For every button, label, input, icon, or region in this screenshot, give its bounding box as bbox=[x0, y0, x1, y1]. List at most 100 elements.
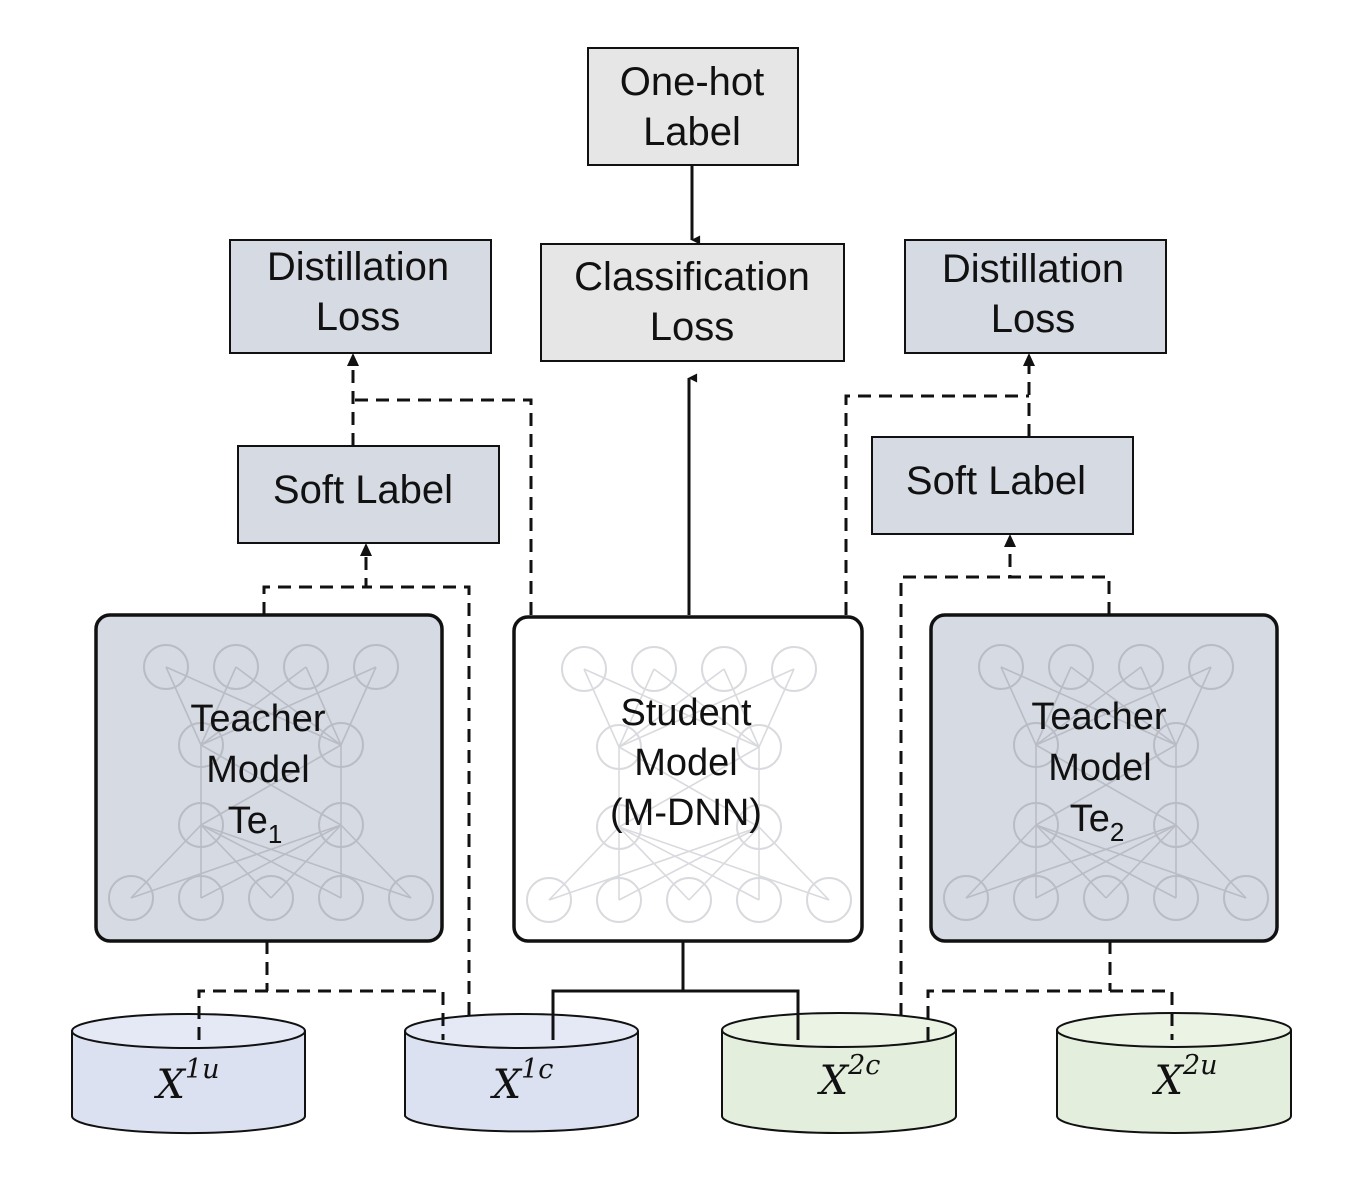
student-line2: Model bbox=[634, 742, 738, 784]
nn-edge bbox=[305, 666, 342, 746]
arrowhead-distill-right bbox=[1023, 353, 1035, 366]
distill-right-line1: Distillation bbox=[942, 247, 1124, 291]
nn-node bbox=[943, 875, 989, 921]
nn-edge bbox=[548, 826, 620, 901]
nn-edge bbox=[965, 824, 1177, 899]
nn-node bbox=[1153, 722, 1199, 768]
teacher-model-1: Teacher Model Te1 bbox=[94, 613, 444, 943]
teacher1-line2: Model bbox=[206, 749, 310, 791]
nn-edge bbox=[340, 666, 377, 746]
nn-edge bbox=[618, 668, 795, 748]
nn-node bbox=[771, 646, 817, 692]
teacher2-to-softlabel-line bbox=[1008, 546, 1111, 615]
neural-net-icon bbox=[943, 644, 1269, 921]
nn-edge bbox=[1035, 824, 1177, 899]
classification-loss-box: Classification Loss bbox=[540, 243, 845, 362]
dataset-x1c: X1c bbox=[404, 1013, 639, 1133]
nn-edge bbox=[965, 824, 1037, 899]
nn-node bbox=[1118, 644, 1164, 690]
nn-edge bbox=[130, 824, 342, 899]
neural-net-icon bbox=[526, 646, 852, 923]
nn-edge bbox=[1175, 666, 1212, 746]
nn-node bbox=[701, 646, 747, 692]
nn-node bbox=[736, 804, 782, 850]
neural-net-icon bbox=[108, 644, 434, 921]
nn-edge bbox=[548, 826, 760, 901]
nn-edge bbox=[758, 826, 830, 901]
distill-left-line2: Loss bbox=[316, 295, 401, 339]
nn-edge bbox=[200, 666, 237, 746]
distill-left-line1: Distillation bbox=[267, 245, 449, 289]
distillation-loss-left-box: Distillation Loss bbox=[229, 239, 492, 354]
nn-node bbox=[318, 722, 364, 768]
x1u-label: X1u bbox=[153, 1054, 219, 1108]
nn-edge bbox=[1035, 666, 1072, 746]
nn-node bbox=[1223, 875, 1269, 921]
nn-node bbox=[1048, 644, 1094, 690]
nn-node bbox=[108, 875, 154, 921]
nn-edge bbox=[200, 744, 342, 826]
nn-node bbox=[806, 877, 852, 923]
nn-node bbox=[213, 644, 259, 690]
x2c-label: X2c bbox=[817, 1050, 881, 1104]
nn-node bbox=[178, 722, 224, 768]
nn-node bbox=[978, 644, 1024, 690]
nn-node bbox=[736, 724, 782, 770]
arrowhead-softlabel-left bbox=[360, 543, 372, 556]
nn-node bbox=[666, 877, 712, 923]
x1c-to-softlabel-left-line bbox=[366, 585, 471, 1015]
nn-node bbox=[318, 802, 364, 848]
onehot-label-box: One-hot Label bbox=[587, 47, 799, 166]
teacher1-name: Te1 bbox=[228, 800, 283, 849]
arrowhead-softlabel-right bbox=[1004, 534, 1016, 547]
nn-node bbox=[526, 877, 572, 923]
nn-edge bbox=[340, 824, 412, 899]
soft-label-right-box: Soft Label bbox=[871, 436, 1134, 535]
nn-edge bbox=[758, 668, 795, 748]
arrowhead-distill-left bbox=[347, 353, 359, 366]
teacher2-name: Te2 bbox=[1070, 798, 1125, 847]
nn-node bbox=[178, 875, 224, 921]
dataset-x1u: X1u bbox=[71, 1013, 306, 1135]
soft-label-left-box: Soft Label bbox=[237, 445, 500, 544]
teacher-model-2: Teacher Model Te2 bbox=[929, 613, 1279, 943]
nn-edge bbox=[618, 826, 760, 901]
student-model: Student Model (M-DNN) bbox=[512, 615, 864, 943]
nn-edge bbox=[1035, 666, 1212, 746]
nn-node bbox=[1013, 875, 1059, 921]
teacher1-input-branches bbox=[197, 989, 445, 1040]
nn-edge bbox=[618, 668, 655, 748]
distillation-loss-right-box: Distillation Loss bbox=[904, 239, 1167, 354]
soft-left-text: Soft Label bbox=[273, 468, 453, 512]
nn-node bbox=[143, 644, 189, 690]
nn-node bbox=[596, 877, 642, 923]
nn-node bbox=[388, 875, 434, 921]
nn-node bbox=[561, 646, 607, 692]
nn-edge bbox=[1105, 824, 1177, 899]
x2c-to-softlabel-right-line bbox=[899, 575, 1010, 1016]
nn-edge bbox=[1140, 666, 1177, 746]
nn-node bbox=[1013, 722, 1059, 768]
nn-node bbox=[283, 644, 329, 690]
nn-node bbox=[596, 724, 642, 770]
student-to-distill-right-line bbox=[844, 394, 1029, 615]
nn-edge bbox=[165, 666, 202, 746]
student-to-distill-left-line bbox=[353, 398, 533, 615]
nn-edge bbox=[1035, 744, 1177, 826]
nn-edge bbox=[200, 824, 342, 899]
student-line3: (M-DNN) bbox=[610, 792, 762, 834]
dataset-x2c: X2c bbox=[721, 1012, 957, 1134]
nn-edge bbox=[723, 668, 760, 748]
distill-right-line2: Loss bbox=[991, 297, 1076, 341]
nn-edge bbox=[688, 826, 760, 901]
nn-node bbox=[248, 875, 294, 921]
nn-edge bbox=[130, 824, 202, 899]
nn-edge bbox=[200, 666, 377, 746]
nn-edge bbox=[583, 668, 620, 748]
nn-node bbox=[318, 875, 364, 921]
classification-line2: Loss bbox=[650, 305, 735, 349]
onehot-line2: Label bbox=[643, 110, 741, 154]
nn-node bbox=[596, 804, 642, 850]
soft-right-text: Soft Label bbox=[906, 459, 1086, 503]
